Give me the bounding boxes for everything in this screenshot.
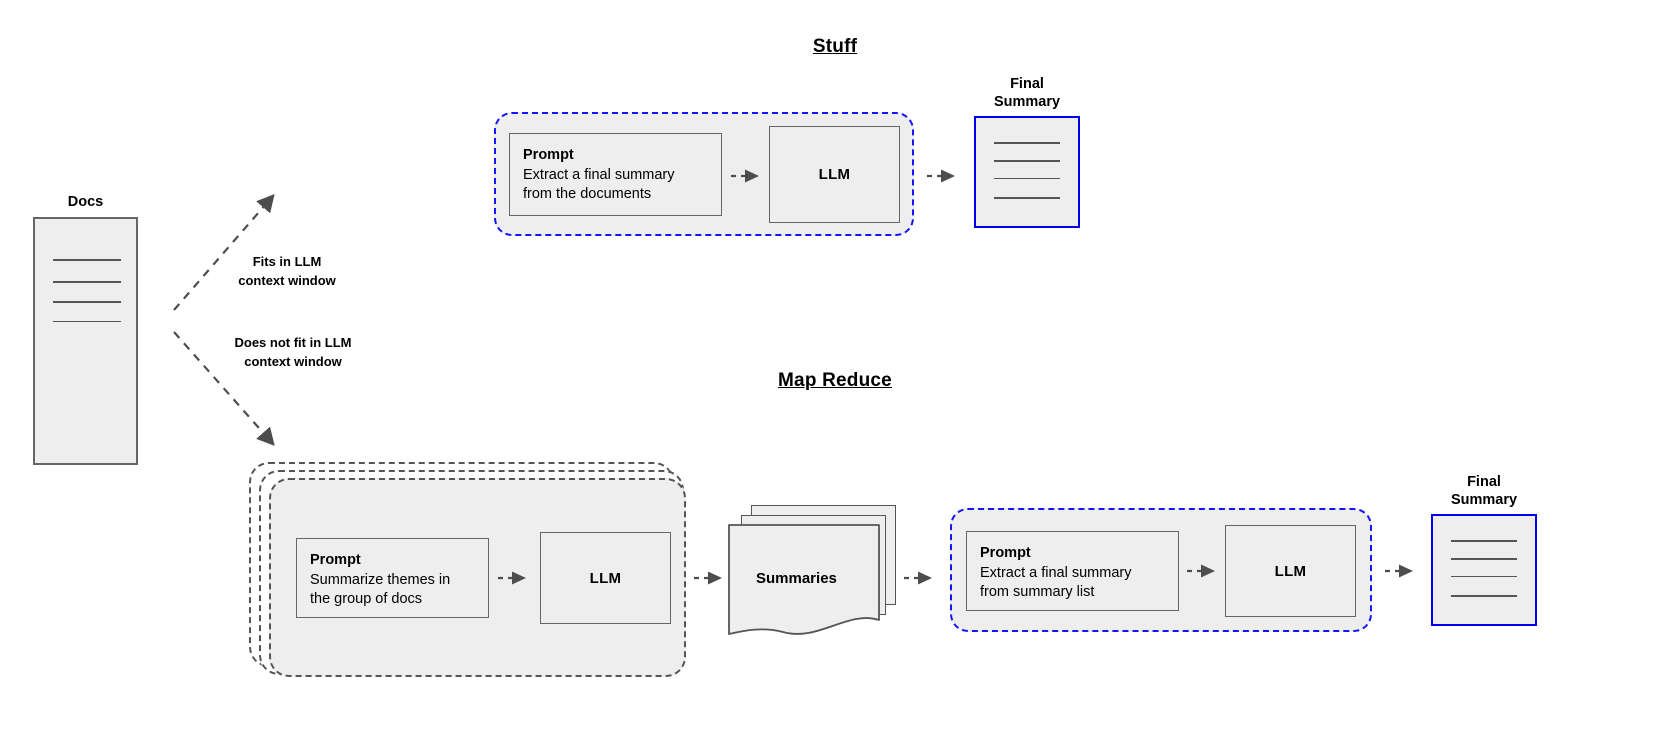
final-summary-text-line xyxy=(994,197,1060,199)
summaries-sheet-front xyxy=(728,524,880,635)
docs-text-line xyxy=(53,321,121,322)
map-reduce-final-summary-label: Final Summary xyxy=(1420,473,1548,509)
reduce-llm-box[interactable]: LLM xyxy=(1225,525,1356,617)
arrow-reduce-llm-to-final-summary xyxy=(1385,564,1413,578)
arrow-map-to-summaries xyxy=(694,571,722,585)
map-llm-box[interactable]: LLM xyxy=(540,532,671,624)
edge-label-fits-line2: context window xyxy=(238,273,336,288)
docs-text-line xyxy=(53,281,121,283)
map-prompt-title: Prompt xyxy=(310,552,361,568)
docs-text-line xyxy=(53,301,121,303)
stuff-prompt-title: Prompt xyxy=(523,147,574,163)
reduce-prompt-body: Extract a final summary from summary lis… xyxy=(980,564,1132,601)
arrow-map-prompt-to-llm xyxy=(498,571,526,585)
edge-label-fits-line1: Fits in LLM xyxy=(252,254,322,269)
final-summary-text-line xyxy=(1451,540,1517,542)
map-reduce-final-summary-label-line1: Final xyxy=(1467,474,1501,490)
stuff-final-summary-label-line2: Summary xyxy=(993,94,1061,110)
stuff-llm-box[interactable]: LLM xyxy=(769,126,900,223)
stuff-prompt-body: Extract a final summary from the documen… xyxy=(523,166,675,203)
stuff-prompt-box[interactable]: Prompt Extract a final summary from the … xyxy=(509,133,722,216)
branch-arrows xyxy=(173,194,275,446)
edge-label-not-fits-line1: Does not fit in LLM xyxy=(234,335,352,350)
edge-label-not-fits: Does not fit in LLM context window xyxy=(202,333,384,371)
map-prompt-box[interactable]: Prompt Summarize themes in the group of … xyxy=(296,538,489,618)
docs-text-line xyxy=(53,259,121,261)
stuff-final-summary-label-line1: Final xyxy=(1010,76,1044,92)
section-title-map-reduce: Map Reduce xyxy=(778,370,892,391)
final-summary-text-line xyxy=(1451,595,1517,597)
final-summary-text-line xyxy=(1451,576,1517,577)
final-summary-text-line xyxy=(994,178,1060,179)
edge-label-not-fits-line2: context window xyxy=(244,354,342,369)
arrow-stuff-prompt-to-llm xyxy=(731,169,759,183)
stuff-final-summary-label: Final Summary xyxy=(963,75,1091,111)
arrow-stuff-llm-to-final-summary xyxy=(927,169,955,183)
reduce-prompt-box[interactable]: Prompt Extract a final summary from summ… xyxy=(966,531,1179,611)
final-summary-text-line xyxy=(994,160,1060,162)
final-summary-text-line xyxy=(994,142,1060,144)
docs-label: Docs xyxy=(67,194,104,210)
summaries-label: Summaries xyxy=(756,570,837,587)
section-title-stuff: Stuff xyxy=(812,36,858,57)
stuff-final-summary-document xyxy=(974,116,1080,228)
reduce-prompt-title: Prompt xyxy=(980,545,1031,561)
map-reduce-final-summary-document xyxy=(1431,514,1537,626)
final-summary-text-line xyxy=(1451,558,1517,560)
map-reduce-final-summary-label-line2: Summary xyxy=(1450,492,1518,508)
edge-label-fits: Fits in LLM context window xyxy=(206,252,368,290)
docs-document-shape xyxy=(33,217,138,465)
map-prompt-body: Summarize themes in the group of docs xyxy=(310,571,451,608)
arrow-summaries-to-reduce xyxy=(904,571,932,585)
arrow-reduce-prompt-to-llm xyxy=(1187,564,1215,578)
